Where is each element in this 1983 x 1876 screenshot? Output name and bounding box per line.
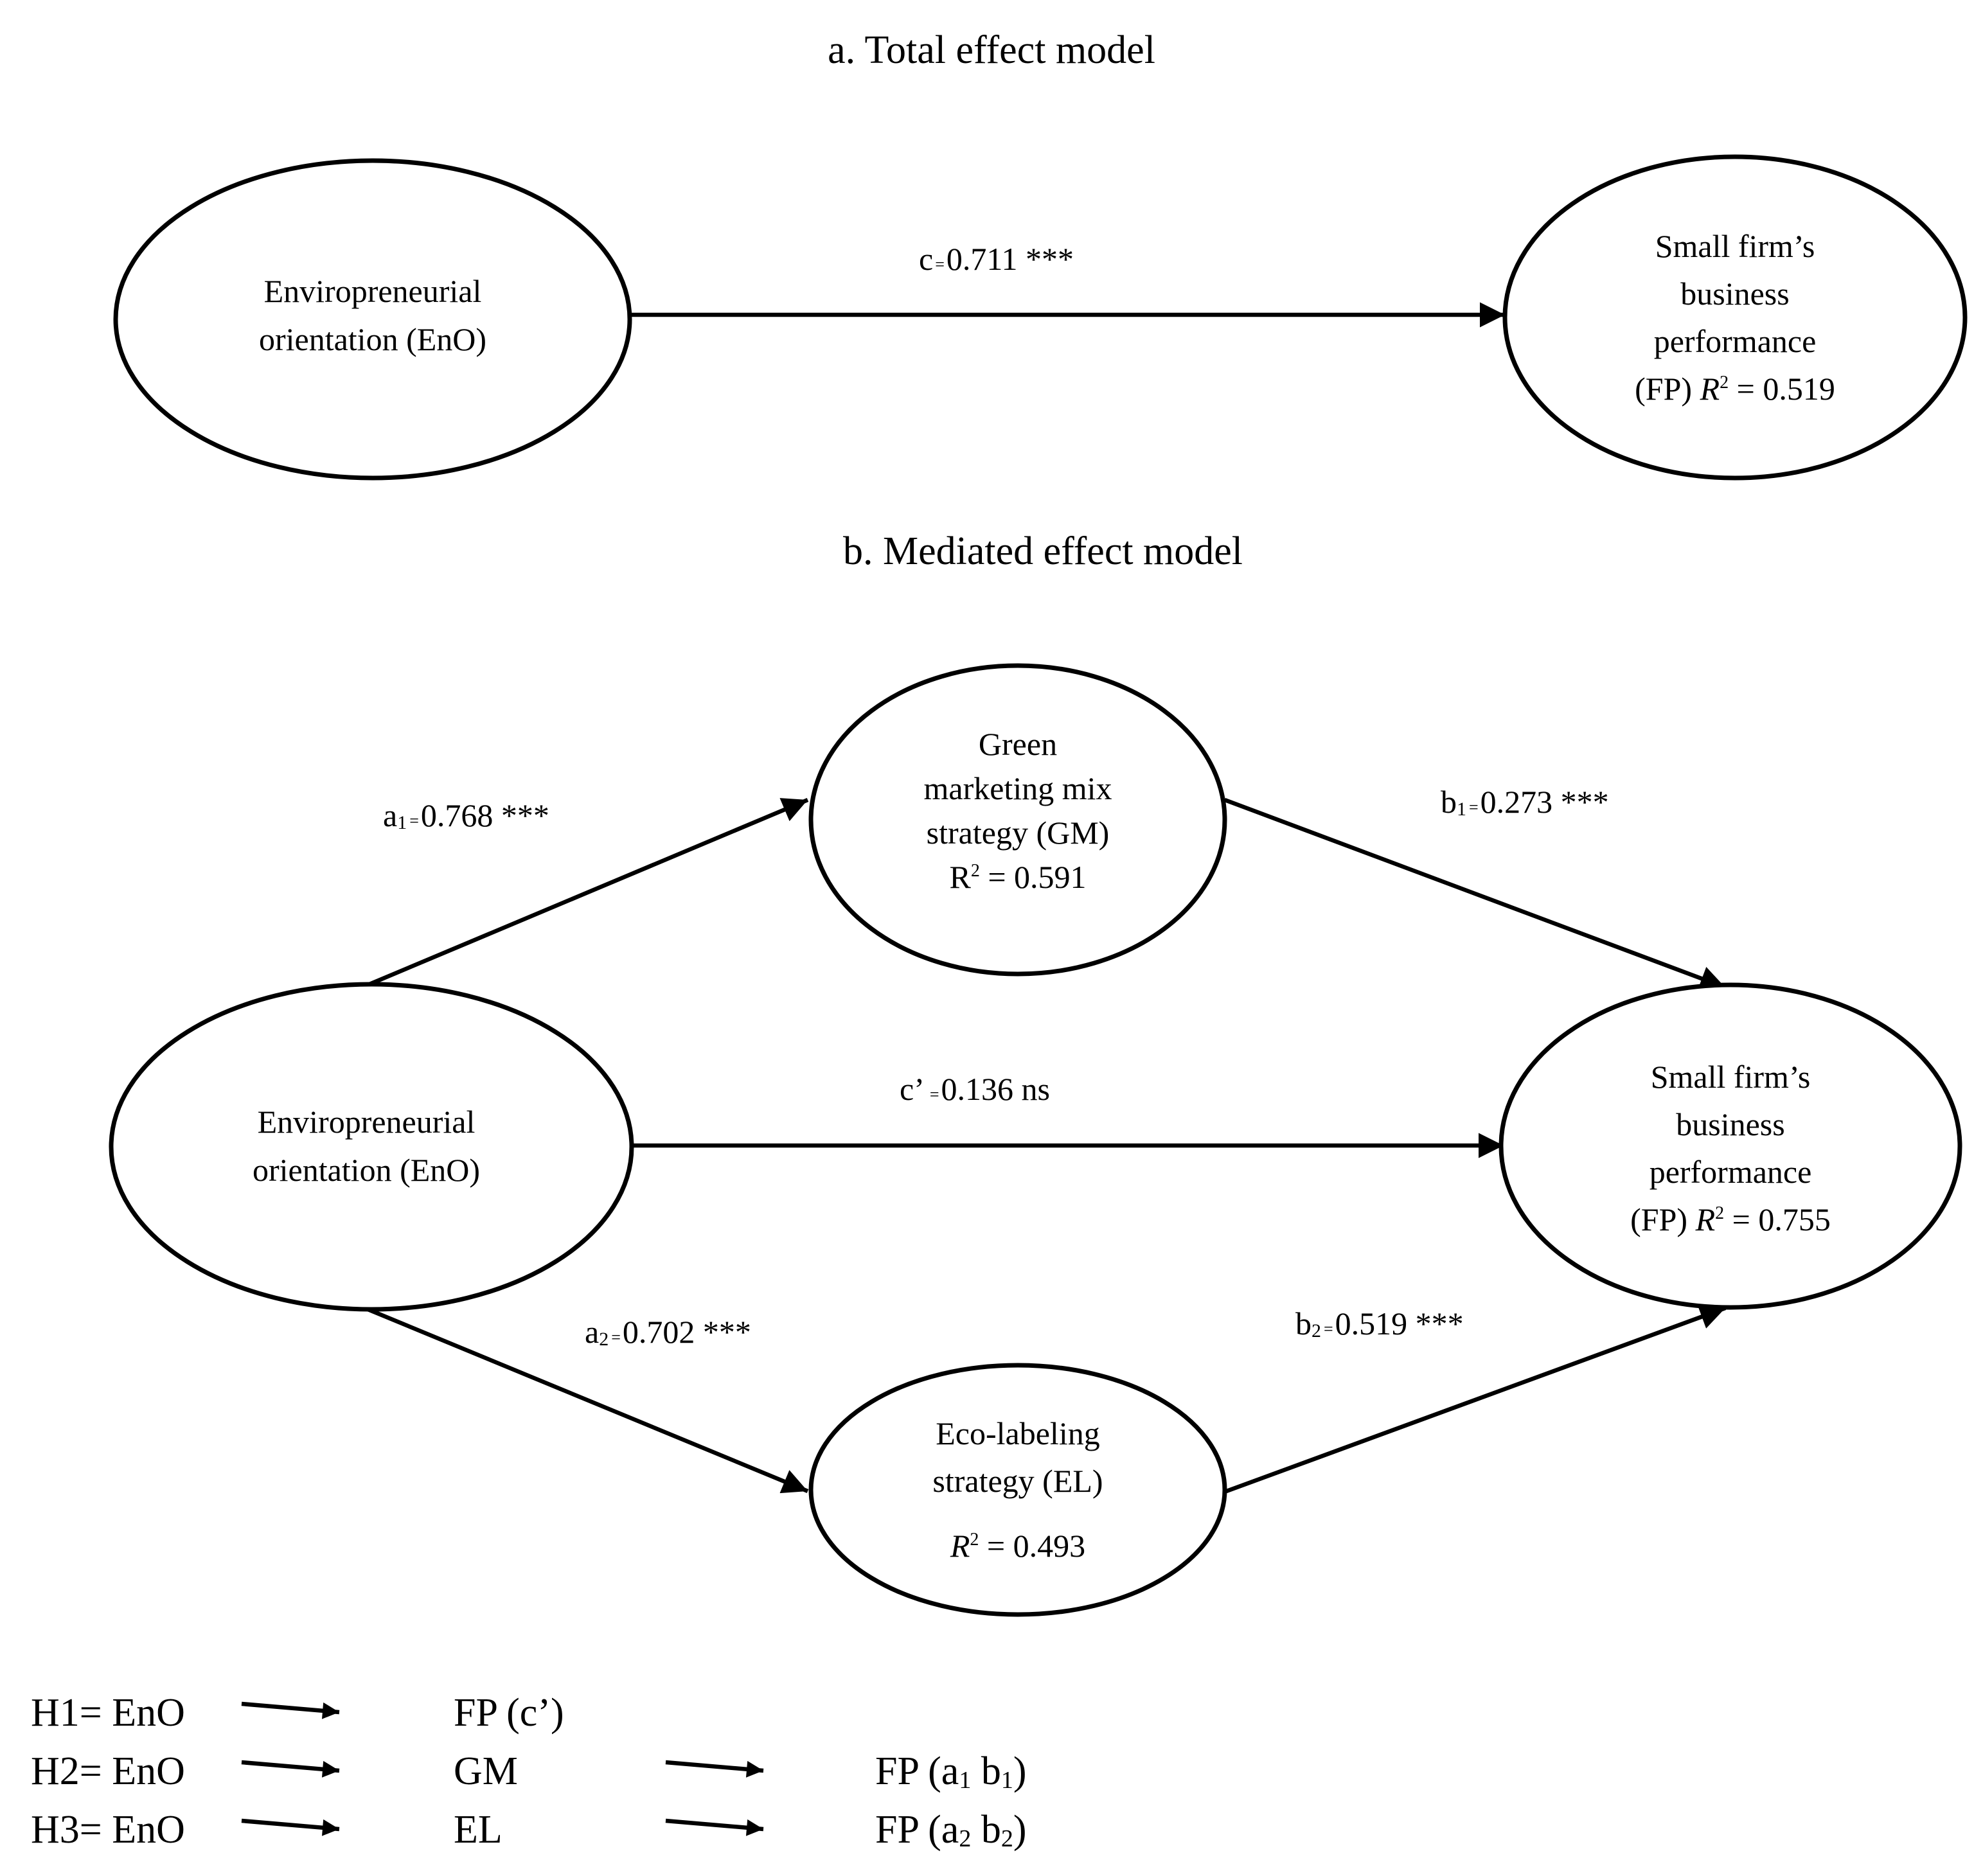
hypothesis-row-h2: H2= EnO GM FP (a1 b1) bbox=[31, 1749, 1026, 1794]
node-label-line: Green bbox=[979, 726, 1057, 762]
panel-a-title: a. Total effect model bbox=[828, 28, 1155, 72]
node-label-line: Enviropreneurial bbox=[264, 273, 482, 309]
hypothesis-arrow bbox=[665, 1818, 764, 1836]
hypothesis-label: H1= EnO bbox=[31, 1691, 185, 1735]
node-label-line: business bbox=[1676, 1106, 1784, 1142]
panel-a-eno-node: Enviropreneurial orientation (EnO) bbox=[113, 158, 632, 481]
path-coefficient-b1: b1=0.273 *** bbox=[1441, 784, 1609, 820]
node-label-line: Small firm’s bbox=[1651, 1059, 1811, 1095]
node-label-line: strategy (EL) bbox=[932, 1463, 1103, 1499]
path-coefficient-cprime: c’=0.136 ns bbox=[900, 1071, 1050, 1107]
node-r-squared: (FP) R2 = 0.755 bbox=[1630, 1201, 1831, 1237]
node-label-line: marketing mix bbox=[924, 770, 1112, 806]
path-arrow-b1 bbox=[1223, 797, 1727, 991]
hypothesis-path: FP (a1 b1) bbox=[875, 1749, 1026, 1794]
panel-b-fp-node: Small firm’s business performance (FP) R… bbox=[1498, 982, 1962, 1310]
node-r-squared: R2 = 0.493 bbox=[950, 1528, 1085, 1564]
node-r-squared: (FP) R2 = 0.519 bbox=[1635, 371, 1835, 407]
node-label-line: orientation (EnO) bbox=[253, 1152, 480, 1188]
panel-b-el-node: Eco-labeling strategy (EL) R2 = 0.493 bbox=[808, 1363, 1227, 1617]
hypothesis-arrow bbox=[241, 1818, 340, 1836]
hypothesis-mediator: GM bbox=[454, 1749, 518, 1793]
hypothesis-label: H3= EnO bbox=[31, 1808, 185, 1852]
node-label-line: Eco-labeling bbox=[936, 1415, 1099, 1451]
hypothesis-row-h1: H1= EnO FP (c’) bbox=[31, 1691, 564, 1735]
path-coefficient-a1: a1=0.768 *** bbox=[383, 797, 549, 833]
hypothesis-arrow bbox=[241, 1701, 340, 1719]
path-arrow-a1 bbox=[365, 798, 809, 987]
node-label-line: strategy (GM) bbox=[927, 815, 1110, 851]
node-label-line: orientation (EnO) bbox=[259, 321, 486, 357]
node-label-line: performance bbox=[1654, 323, 1817, 359]
panel-b-title: b. Mediated effect model bbox=[843, 529, 1243, 573]
panel-b-eno-node: Enviropreneurial orientation (EnO) bbox=[109, 982, 634, 1312]
hypothesis-arrow bbox=[665, 1760, 764, 1778]
panel-b-gm-node: Green marketing mix strategy (GM) R2 = 0… bbox=[808, 663, 1227, 977]
node-label-line: Enviropreneurial bbox=[258, 1104, 476, 1140]
path-arrow-a2 bbox=[365, 1306, 809, 1494]
path-arrow-b2 bbox=[1223, 1305, 1727, 1494]
path-coefficient-a2: a2=0.702 *** bbox=[585, 1314, 751, 1350]
path-coefficient-c: c=0.711 *** bbox=[919, 241, 1074, 277]
hypothesis-arrow bbox=[241, 1760, 340, 1778]
path-coefficient-b2: b2=0.519 *** bbox=[1295, 1305, 1464, 1341]
node-label-line: Small firm’s bbox=[1655, 228, 1815, 264]
hypothesis-row-h3: H3= EnO EL FP (a2 b2) bbox=[31, 1808, 1026, 1852]
node-r-squared: R2 = 0.591 bbox=[949, 859, 1086, 895]
panel-a-fp-node: Small firm’s business performance (FP) R… bbox=[1502, 154, 1968, 481]
hypothesis-mediator: EL bbox=[454, 1808, 502, 1852]
hypothesis-label: H2= EnO bbox=[31, 1749, 185, 1793]
hypothesis-path: FP (c’) bbox=[454, 1691, 564, 1735]
node-label-line: performance bbox=[1650, 1154, 1812, 1190]
node-label-line: business bbox=[1680, 276, 1789, 312]
hypothesis-path: FP (a2 b2) bbox=[875, 1808, 1026, 1852]
